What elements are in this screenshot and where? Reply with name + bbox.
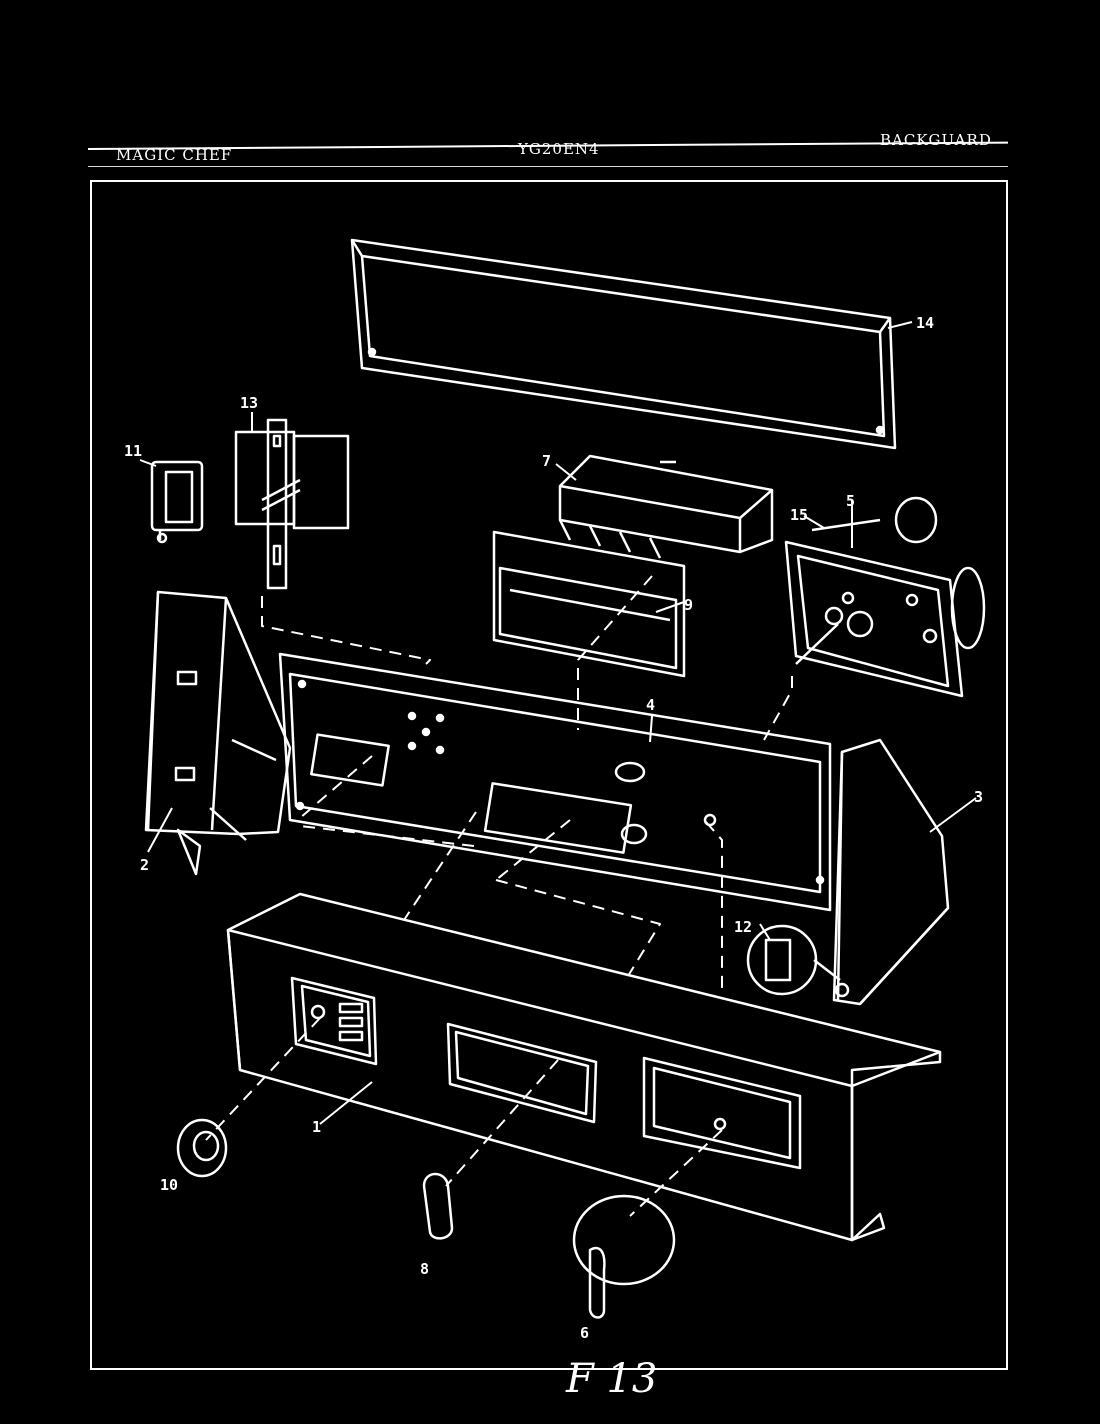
part-label-6: 6 <box>580 1324 589 1342</box>
relay-part <box>234 418 350 590</box>
alignment-lines <box>205 575 793 1217</box>
diagram-frame <box>90 180 1008 1370</box>
part-label-11: 11 <box>124 442 142 460</box>
timer-clock-part <box>784 496 986 698</box>
part-label-2: 2 <box>140 856 149 874</box>
header-underline <box>88 166 1008 167</box>
clock-frame-part <box>492 519 686 678</box>
part-label-1: 1 <box>312 1118 321 1136</box>
part-label-7: 7 <box>542 452 551 470</box>
left-end-cap-part <box>144 590 292 876</box>
front-panel-part <box>226 892 942 1242</box>
right-end-cap-part <box>832 738 950 1006</box>
leader-lines <box>139 321 977 1125</box>
part-label-8: 8 <box>420 1260 429 1278</box>
clip-detail-part <box>746 924 841 996</box>
part-label-15: 15 <box>790 506 808 524</box>
part-labels: 1 2 3 4 5 6 7 8 9 10 11 12 13 14 15 <box>124 314 983 1342</box>
brand-name: MAGIC CHEF <box>116 146 233 164</box>
part-label-3: 3 <box>974 788 983 806</box>
knob-6-part <box>572 1194 676 1319</box>
part-label-14: 14 <box>916 314 934 332</box>
section-title: BACKGUARD <box>880 131 992 149</box>
switch-part <box>150 460 204 544</box>
control-panel-part <box>278 652 832 912</box>
clock-bracket-part <box>558 454 774 554</box>
part-label-12: 12 <box>734 918 752 936</box>
knob-10-part <box>176 1118 228 1178</box>
part-label-13: 13 <box>240 394 258 412</box>
part-label-10: 10 <box>160 1176 178 1194</box>
part-label-5: 5 <box>846 492 855 510</box>
knob-8-part <box>422 1172 454 1240</box>
trim-strip-part <box>350 238 897 450</box>
part-label-9: 9 <box>684 596 693 614</box>
handwritten-note: F 13 <box>565 1356 657 1402</box>
part-label-4: 4 <box>646 696 655 714</box>
